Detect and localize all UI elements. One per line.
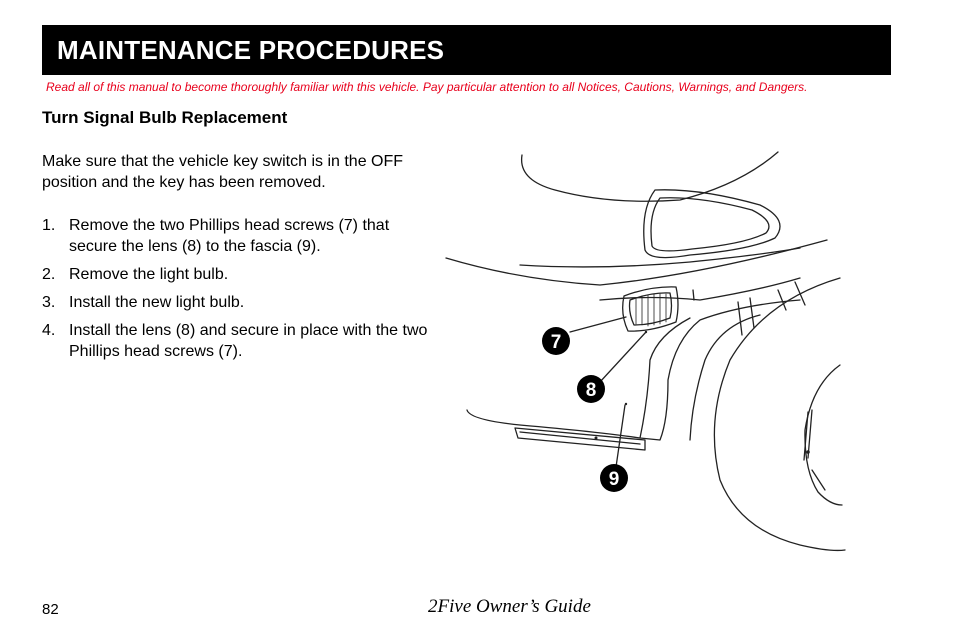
callout-9: 9 — [600, 464, 628, 492]
procedure-steps: 1. Remove the two Phillips head screws (… — [42, 215, 437, 369]
page-title: MAINTENANCE PROCEDURES — [57, 34, 445, 65]
callout-label: 7 — [551, 332, 562, 353]
mirror-outline — [643, 189, 781, 259]
footer-title: 2Five Owner’s Guide — [428, 596, 591, 617]
step-text: Install the new light bulb. — [69, 294, 245, 311]
fascia-outline — [466, 299, 801, 441]
leader-line-8 — [599, 331, 647, 383]
screw-dot — [594, 436, 598, 440]
callout-label: 9 — [609, 469, 620, 490]
hub-dot — [806, 450, 810, 454]
section-title: Turn Signal Bulb Replacement — [42, 108, 288, 127]
leader-line-9 — [615, 404, 626, 468]
screw-dot — [624, 402, 628, 406]
callout-circle — [577, 375, 605, 403]
step-number: 4. — [42, 322, 56, 339]
step-item: 2. Remove the light bulb. — [42, 264, 437, 285]
wheel-inner — [804, 364, 843, 506]
body-panel-line — [520, 151, 779, 202]
intro-paragraph: Make sure that the vehicle key switch is… — [42, 153, 404, 191]
step-number: 1. — [42, 217, 56, 234]
callout-circle — [600, 464, 628, 492]
lamp-mark — [692, 289, 695, 301]
mirror-glass — [650, 197, 770, 252]
fascia-crease — [639, 317, 691, 439]
lower-trim — [514, 427, 646, 451]
page-number: 82 — [42, 601, 59, 618]
wheel-detail — [803, 409, 813, 461]
step-item: 4. Install the lens (8) and secure in pl… — [42, 320, 437, 362]
wheel-outer — [713, 277, 846, 552]
fascia-edge — [689, 314, 761, 441]
step-item: 3. Install the new light bulb. — [42, 292, 437, 313]
callout-label: 8 — [586, 380, 597, 401]
step-text: Remove the two Phillips head screws (7) … — [69, 217, 390, 255]
step-item: 1. Remove the two Phillips head screws (… — [42, 215, 437, 257]
step-text: Install the lens (8) and secure in place… — [69, 322, 428, 360]
hood-line — [445, 239, 828, 286]
leader-line-7 — [569, 316, 627, 333]
lamp-lens — [628, 292, 673, 326]
step-number: 2. — [42, 266, 56, 283]
lamp-housing — [622, 286, 679, 332]
callout-circle — [542, 327, 570, 355]
callout-7: 7 — [542, 327, 570, 355]
safety-notice: Read all of this manual to become thorou… — [46, 80, 808, 94]
step-number: 3. — [42, 294, 56, 311]
step-text: Remove the light bulb. — [69, 266, 229, 283]
screw-dot — [644, 330, 648, 334]
section-header-bar: MAINTENANCE PROCEDURES — [42, 25, 891, 75]
lamp-grille — [635, 293, 667, 327]
wheel-detail — [811, 469, 826, 491]
fender-top — [599, 277, 801, 301]
callout-8: 8 — [577, 375, 605, 403]
body-crease — [519, 247, 801, 268]
fender-detail — [737, 281, 806, 336]
turn-signal-illustration: 7 8 9 — [445, 151, 846, 552]
